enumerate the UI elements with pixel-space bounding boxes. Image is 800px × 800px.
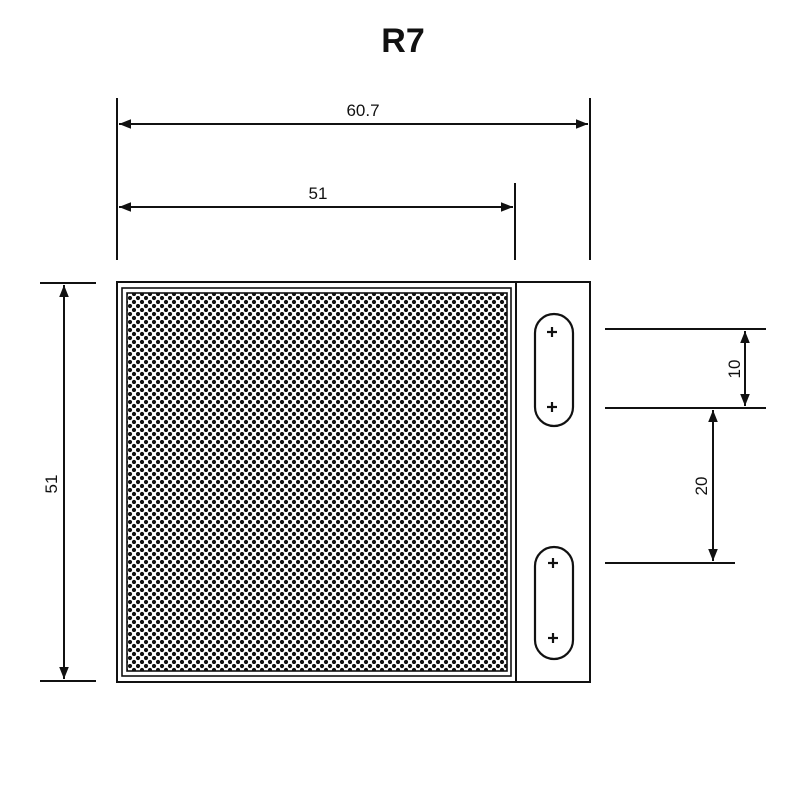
- height-dimension: 51: [40, 282, 96, 682]
- plus-icon: [548, 633, 558, 643]
- height-label: 51: [42, 475, 61, 494]
- reflector-grid: [127, 293, 507, 671]
- plus-icon: [547, 402, 557, 412]
- plus-icon: [547, 327, 557, 337]
- mounting-slot-icon: [533, 545, 575, 661]
- plus-icon: [548, 558, 558, 568]
- slot-length-label: 10: [725, 360, 744, 379]
- mounting-slot-lower: [533, 545, 575, 661]
- reflector-width-label: 51: [309, 184, 328, 203]
- drawing-title: R7: [381, 22, 424, 60]
- slot-spacing-label: 20: [692, 477, 711, 496]
- reflector-body: [116, 281, 591, 683]
- mounting-slot-upper: [533, 312, 575, 428]
- slot-spacing-dimension: 20: [605, 410, 735, 564]
- slot-length-dimension: 10: [605, 328, 766, 409]
- overall-width-dimension: 60.7: [116, 98, 591, 260]
- mounting-slot-icon: [533, 312, 575, 428]
- overall-width-label: 60.7: [346, 101, 379, 120]
- reflector-width-dimension: 51: [119, 183, 516, 260]
